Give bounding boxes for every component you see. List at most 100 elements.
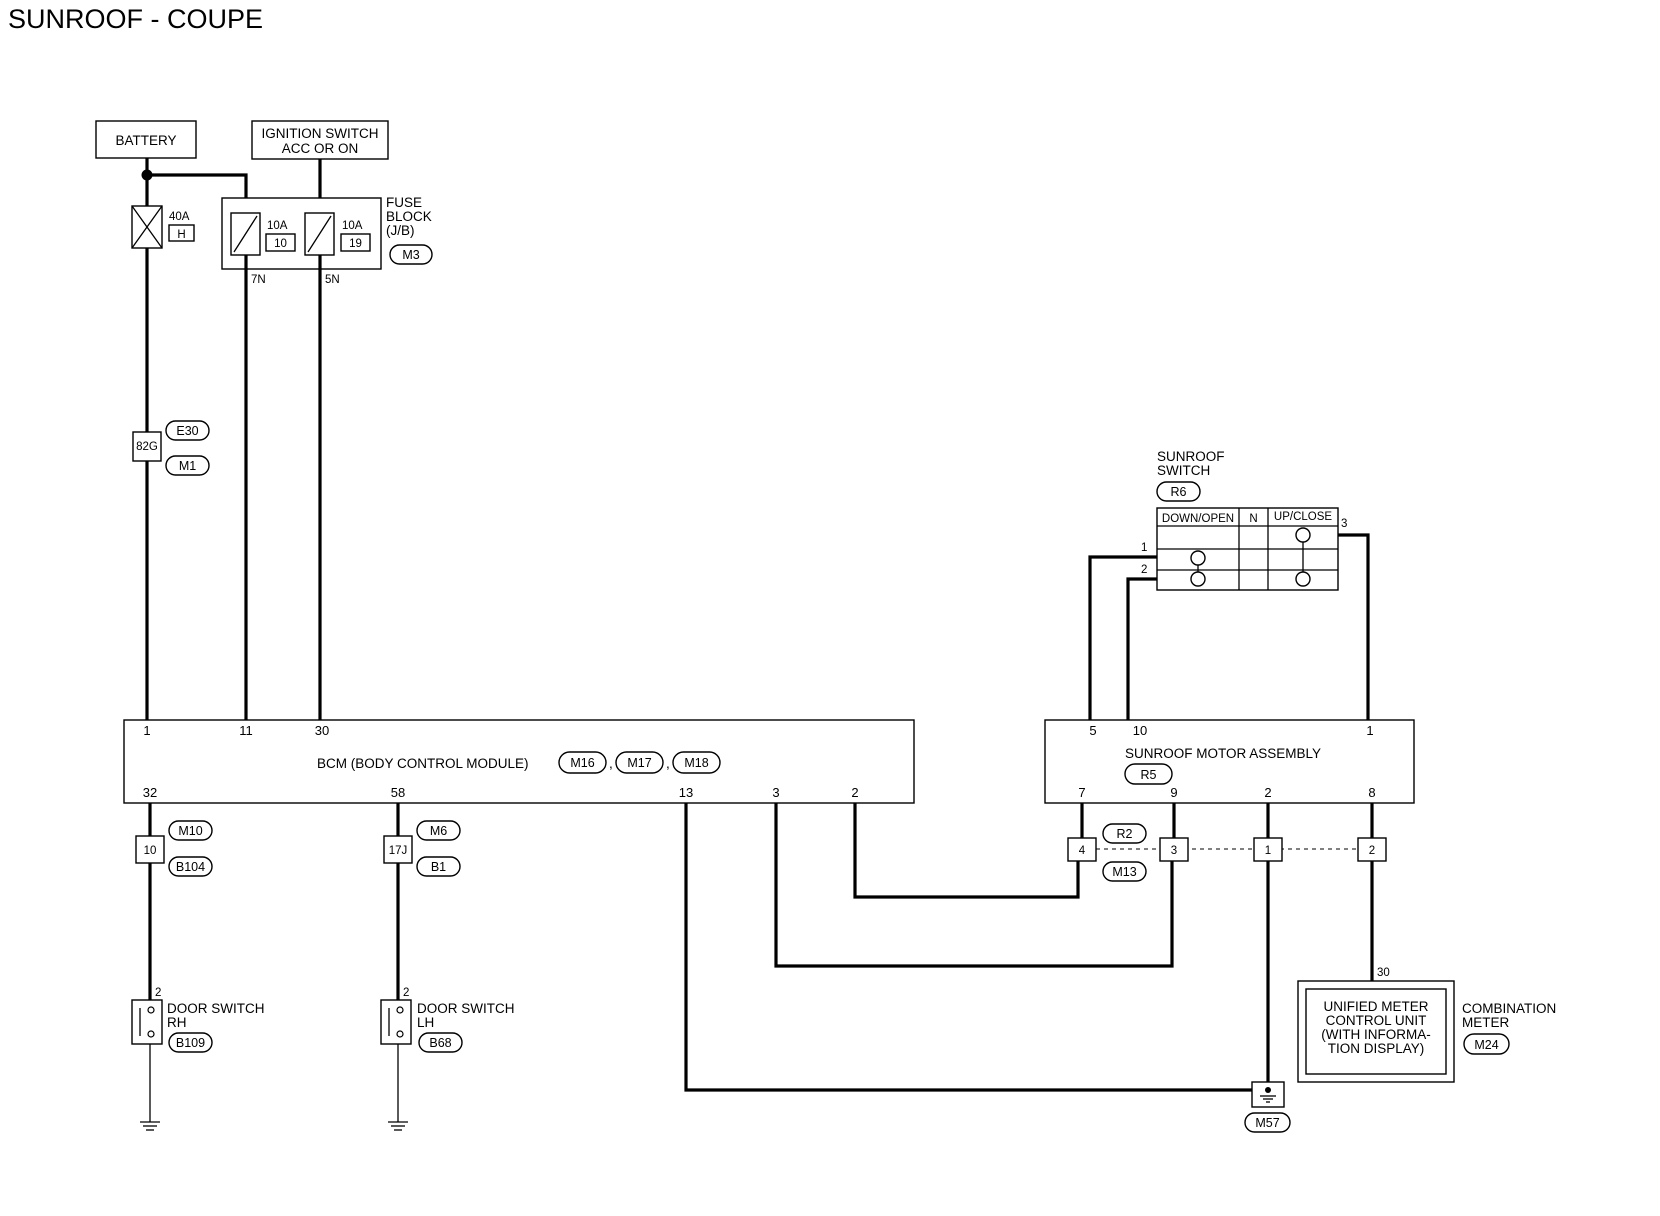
- door-switch-lh-label: DOOR SWITCH: [417, 1001, 515, 1016]
- sunroof-switch-label: SUNROOF: [1157, 449, 1225, 464]
- meter-inner-line-1: UNIFIED METER: [1323, 999, 1428, 1014]
- door-switch-rh-connector: B109: [176, 1036, 205, 1050]
- connector-e30-tag: E30: [176, 424, 198, 438]
- door-switch-lh-connector: B68: [429, 1036, 451, 1050]
- meter-inner-line-2: CONTROL UNIT: [1326, 1013, 1427, 1028]
- ground-m57-connector: M57: [1255, 1116, 1279, 1130]
- bcm-connector-m17: M17: [627, 756, 651, 770]
- bcm-connector-m16: M16: [570, 756, 594, 770]
- sunroof-switch-pin-1: 1: [1141, 542, 1147, 554]
- fuse-10-rating: 10A: [267, 220, 288, 232]
- combination-meter-label: COMBINATION: [1462, 1001, 1556, 1016]
- door-switch-lh: 2 DOOR SWITCH LH B68: [380, 987, 515, 1053]
- fuse-10-terminal: 7N: [251, 274, 266, 286]
- door-switch-rh-pin: 2: [155, 987, 161, 999]
- bcm-pin-11: 11: [239, 723, 253, 738]
- ignition-switch-mode: ACC OR ON: [282, 141, 359, 156]
- battery: BATTERY: [95, 120, 197, 159]
- wire-bcm2-to-r2-pin4: [853, 803, 1080, 899]
- splice-dot: [141, 169, 153, 181]
- connector-r2-tag: R2: [1117, 827, 1133, 841]
- combination-meter-label-2: METER: [1462, 1015, 1510, 1030]
- sunroof-switch: SUNROOF SWITCH R6 DOWN/OPEN N UP/CLOSE 1…: [1141, 449, 1347, 591]
- contact-up-1: [1295, 527, 1311, 543]
- bcm-pin-3: 3: [772, 785, 779, 800]
- wire-bcm3-to-r2-pin3: [774, 803, 1174, 968]
- connector-m6-b1: 17J M6 B1: [383, 820, 461, 877]
- connector-m6-pin: 17J: [389, 845, 408, 857]
- battery-label: BATTERY: [115, 133, 176, 148]
- bcm-pin-32: 32: [143, 785, 157, 800]
- connector-e30-m1-pin: 82G: [136, 441, 158, 453]
- connector-m6-tag: M6: [430, 824, 447, 838]
- door-switch-rh-label: DOOR SWITCH: [167, 1001, 265, 1016]
- ground-m57-icon: M57: [1244, 1081, 1291, 1133]
- fuse-block-label-3: (J/B): [386, 223, 415, 238]
- connector-m13-tag: M13: [1112, 865, 1136, 879]
- bcm-pin-1: 1: [143, 723, 150, 738]
- connector-r2-pin-1: 1: [1265, 845, 1271, 857]
- connector-r2-pin-4: 4: [1079, 845, 1086, 857]
- connector-b1-tag: B1: [431, 860, 446, 874]
- door-switch-lh-side: LH: [417, 1015, 434, 1030]
- motor-pin-2: 2: [1264, 785, 1271, 800]
- ignition-switch: IGNITION SWITCH ACC OR ON: [251, 120, 389, 160]
- wire-switch3-to-motor1: [1338, 533, 1370, 720]
- sunroof-switch-pos-down-open: DOWN/OPEN: [1162, 513, 1234, 525]
- connector-r2-pin-3: 3: [1171, 845, 1177, 857]
- bcm-connector-sep-1: ,: [609, 756, 613, 771]
- sunroof-switch-pin-2: 2: [1141, 564, 1147, 576]
- fuse-block: 10A 10 10A 19 FUSE BLOCK (J/B) M3 7N 5N: [221, 195, 433, 286]
- connector-m10-pin: 10: [144, 845, 157, 857]
- ignition-switch-label: IGNITION SWITCH: [262, 126, 379, 141]
- motor-pin-8: 8: [1368, 785, 1375, 800]
- bcm-pin-2: 2: [851, 785, 858, 800]
- contact-down-1: [1190, 550, 1206, 566]
- sunroof-switch-label-2: SWITCH: [1157, 463, 1210, 478]
- fuse-19-rating: 10A: [342, 220, 363, 232]
- sunroof-switch-pin-3: 3: [1341, 518, 1347, 530]
- fusible-link-id: H: [177, 229, 185, 241]
- sunroof-motor-label: SUNROOF MOTOR ASSEMBLY: [1125, 746, 1321, 761]
- motor-pin-7: 7: [1078, 785, 1085, 800]
- door-switch-rh-side: RH: [167, 1015, 187, 1030]
- motor-pin-9: 9: [1170, 785, 1177, 800]
- connector-m10-tag: M10: [178, 824, 202, 838]
- bcm-connector-m18: M18: [684, 756, 708, 770]
- fuse-block-label-2: BLOCK: [386, 209, 432, 224]
- bcm-pin-13: 13: [679, 785, 693, 800]
- ground-rh-icon: [140, 1121, 160, 1131]
- connector-r2-pin-2: 2: [1369, 845, 1375, 857]
- fuse-block-connector: M3: [402, 248, 419, 262]
- sunroof-motor-connector: R5: [1141, 768, 1157, 782]
- bcm-label: BCM (BODY CONTROL MODULE): [317, 756, 529, 771]
- combination-meter: 30 UNIFIED METER CONTROL UNIT (WITH INFO…: [1297, 967, 1556, 1083]
- wire-switch2-to-motor10: [1126, 577, 1157, 720]
- meter-inner-line-4: TION DISPLAY): [1328, 1041, 1425, 1056]
- bcm-pin-58: 58: [391, 785, 405, 800]
- sunroof-switch-pos-up-close: UP/CLOSE: [1274, 511, 1332, 523]
- diagram-title: SUNROOF - COUPE: [8, 4, 263, 34]
- fuse-block-label: FUSE: [386, 195, 422, 210]
- ground-lh-icon: [388, 1121, 408, 1131]
- motor-pin-1: 1: [1366, 723, 1373, 738]
- combination-meter-pin: 30: [1377, 967, 1390, 979]
- motor-pin-10: 10: [1133, 723, 1147, 738]
- connector-m10-b104: 10 M10 B104: [135, 820, 213, 877]
- door-switch-lh-pin: 2: [403, 987, 409, 999]
- wire-battery-to-fuse10: [145, 158, 248, 198]
- fuse-19-number: 19: [349, 238, 362, 250]
- bcm-pin-30: 30: [315, 723, 329, 738]
- sunroof-motor-assembly: 5 10 1 SUNROOF MOTOR ASSEMBLY R5 7 9 2 8: [1044, 719, 1415, 804]
- sunroof-switch-connector: R6: [1171, 485, 1187, 499]
- connector-e30-m1: 82G E30 M1: [132, 420, 210, 476]
- wire-bcm13-to-ground-m57: [684, 803, 1252, 1092]
- motor-pin-5: 5: [1089, 723, 1096, 738]
- contact-up-2: [1295, 571, 1311, 587]
- bcm-connector-sep-2: ,: [666, 756, 670, 771]
- door-switch-rh: 2 DOOR SWITCH RH B109: [131, 987, 265, 1053]
- contact-down-2: [1190, 571, 1206, 587]
- combination-meter-connector: M24: [1474, 1038, 1498, 1052]
- connector-m1-tag: M1: [179, 459, 196, 473]
- fusible-link-rating: 40A: [169, 211, 190, 223]
